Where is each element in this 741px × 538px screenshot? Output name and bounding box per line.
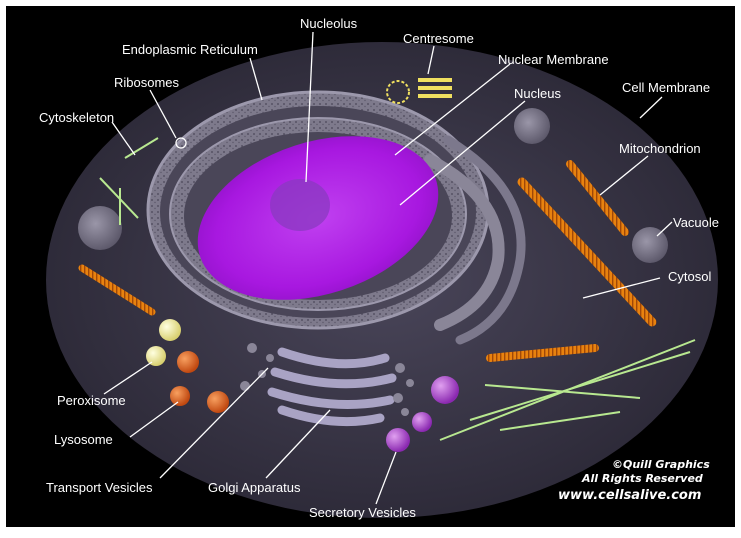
label-golgi-apparatus: Golgi Apparatus xyxy=(208,480,301,495)
label-centresome: Centresome xyxy=(403,31,474,46)
label-ribosomes: Ribosomes xyxy=(114,75,180,90)
credit-line1: ©Quill Graphics xyxy=(612,458,710,471)
label-cytosol: Cytosol xyxy=(668,269,711,284)
label-cytoskeleton: Cytoskeleton xyxy=(39,110,114,125)
label-vacuole: Vacuole xyxy=(673,215,719,230)
credit-line3: www.cellsalive.com xyxy=(558,488,701,503)
vacuole xyxy=(514,108,550,144)
vacuole xyxy=(632,227,668,263)
label-secretory-vesicles: Secretory Vesicles xyxy=(309,505,416,520)
label-nucleus: Nucleus xyxy=(514,86,561,101)
label-nucleolus: Nucleolus xyxy=(300,16,358,31)
label-transport-vesicles: Transport Vesicles xyxy=(46,480,153,495)
label-endoplasmic-reticulum: Endoplasmic Reticulum xyxy=(122,42,258,57)
vacuole xyxy=(78,206,122,250)
label-mitochondrion: Mitochondrion xyxy=(619,141,701,156)
label-nuclear-membrane: Nuclear Membrane xyxy=(498,52,609,67)
label-cell-membrane: Cell Membrane xyxy=(622,80,710,95)
credit-line2: All Rights Reserved xyxy=(581,472,703,485)
label-peroxisome: Peroxisome xyxy=(57,393,126,408)
label-lysosome: Lysosome xyxy=(54,432,113,447)
nucleolus xyxy=(270,179,330,231)
